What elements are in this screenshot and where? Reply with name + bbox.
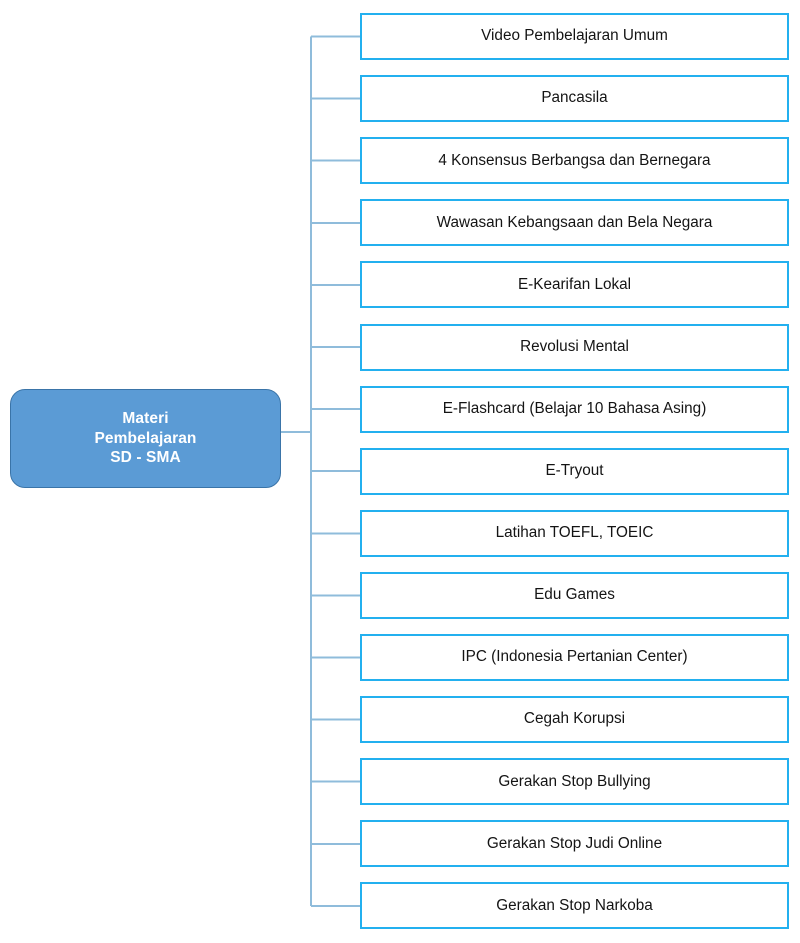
leaf-node-label: E-Flashcard (Belajar 10 Bahasa Asing) [442,399,707,417]
leaf-node-label: Cegah Korupsi [523,710,626,728]
leaf-node-label: Latihan TOEFL, TOEIC [495,524,654,542]
leaf-node-label: Video Pembelajaran Umum [481,27,668,45]
leaf-node-label: E-Tryout [545,462,604,480]
leaf-node[interactable]: E-Flashcard (Belajar 10 Bahasa Asing) [360,385,789,433]
leaf-node-label: E-Kearifan Lokal [517,275,632,293]
leaf-node[interactable]: E-Kearifan Lokal [360,261,789,309]
leaf-node[interactable]: E-Tryout [360,447,789,495]
leaf-node[interactable]: Video Pembelajaran Umum [360,13,789,60]
leaf-node-label: IPC (Indonesia Pertanian Center) [461,648,688,666]
leaf-node[interactable]: Gerakan Stop Judi Online [360,820,789,868]
root-node[interactable]: Materi Pembelajaran SD - SMA [10,389,281,488]
leaf-node[interactable]: Gerakan Stop Bullying [360,758,789,806]
leaf-node[interactable]: Cegah Korupsi [360,696,789,744]
leaf-node[interactable]: Gerakan Stop Narkoba [360,882,789,930]
leaf-node-label: Revolusi Mental [520,337,629,355]
leaf-node[interactable]: Pancasila [360,75,789,123]
leaf-node[interactable]: Wawasan Kebangsaan dan Bela Negara [360,199,789,247]
leaf-node-label: Edu Games [534,586,615,604]
leaf-node[interactable]: 4 Konsensus Berbangsa dan Bernegara [360,137,789,185]
leaf-node-label: Gerakan Stop Judi Online [486,834,663,852]
leaf-node-label: Gerakan Stop Bullying [498,772,651,790]
leaf-node[interactable]: Latihan TOEFL, TOEIC [360,509,789,557]
leaf-node-label: Pancasila [541,89,608,107]
leaf-node[interactable]: Edu Games [360,571,789,619]
leaf-node[interactable]: IPC (Indonesia Pertanian Center) [360,634,789,681]
leaf-node-label: Gerakan Stop Narkoba [496,896,653,914]
leaf-node[interactable]: Revolusi Mental [360,323,789,371]
leaf-node-label: 4 Konsensus Berbangsa dan Bernegara [438,151,711,169]
leaf-node-label: Wawasan Kebangsaan dan Bela Negara [436,213,713,231]
root-node-label: Materi Pembelajaran SD - SMA [94,409,197,467]
